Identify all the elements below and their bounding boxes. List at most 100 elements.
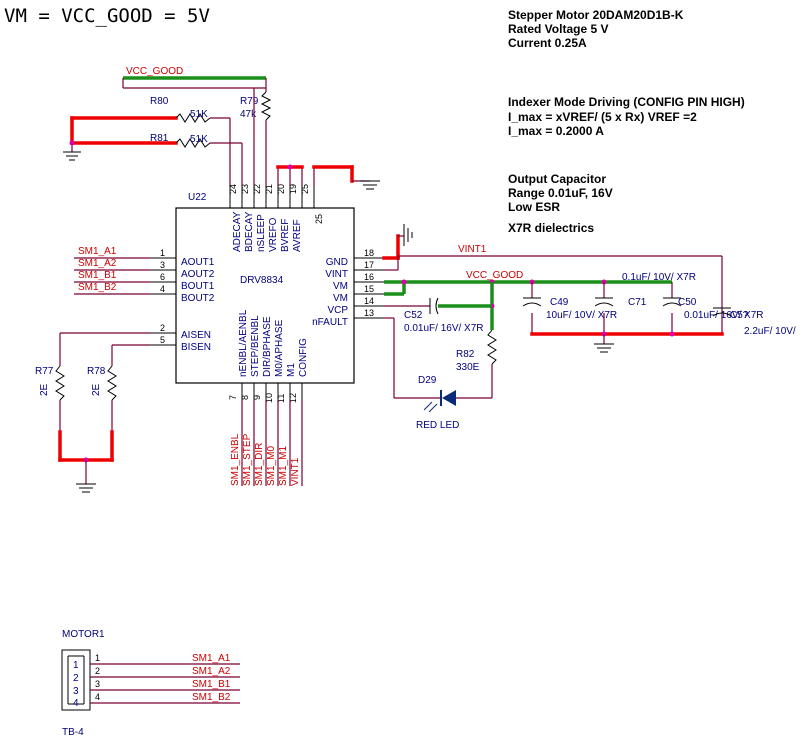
resistor-r79[interactable]: R79 47k [240,78,272,186]
pin-name-step: STEP/BENBL [250,315,261,377]
pin-num-22: 22 [252,184,262,194]
capacitor-c50[interactable]: C50 0.01uF/ 16V/ X7R [662,282,764,321]
motor1-pos-2: 2 [73,673,79,684]
pin-num-16: 16 [364,272,374,282]
r82-value: 330E [456,362,480,373]
pin-num-23: 23 [240,184,250,194]
pin-name-vm-16: VM [333,281,348,292]
pin-name-config: CONFIG [298,338,309,377]
ground-icon [594,343,614,353]
motor1-pos-3: 3 [73,686,79,697]
motor1-ref: MOTOR1 [62,629,105,640]
pin-num-5: 5 [160,335,165,345]
pin-num-19: 19 [288,184,298,194]
vcc-good-top-label: VCC_GOOD [126,66,183,77]
c5x-ref: C5? [730,310,749,321]
resistor-r80[interactable]: R80 51K [70,96,231,186]
d29-value: RED LED [416,420,459,431]
pin-name-aout1: AOUT1 [181,257,215,268]
indexer-note-line-1: Indexer Mode Driving (CONFIG PIN HIGH) [508,95,745,109]
vcc-good-top-net: VCC_GOOD [122,66,266,89]
net-sm1-enbl: SM1_ENBL [230,433,241,486]
pin-num-8: 8 [240,395,250,400]
pin-num-11: 11 [276,394,286,403]
ic-ref: U22 [188,192,207,203]
c5x-value: 2.2uF/ 10V/ [744,326,796,337]
pin-num-3: 3 [160,260,165,270]
pin-name-aisen: AISEN [181,330,211,341]
pin-num-4: 4 [160,284,165,294]
c52-ref: C52 [404,310,423,321]
ground-icon [360,180,380,190]
pin-name-nenbl: nENBL/AENBL [238,309,249,377]
pin-num-12: 12 [288,393,298,403]
ic-u22[interactable]: U22 DRV8834 24 23 22 21 20 19 25 ADECAY … [150,184,384,403]
pin-num-18: 18 [364,248,374,258]
pin-name-vcp: VCP [327,305,348,316]
capacitor-vint[interactable]: C5? 2.2uF/ 10V/ [712,307,796,337]
chassis-ground-icon [403,224,413,246]
indexer-note-line-2: I_max = xVREF/ (5 x Rx) VREF =2 [508,110,697,124]
pin-name-gnd: GND [326,257,348,268]
pin-name-vm-15: VM [333,293,348,304]
led-d29[interactable]: D29 RED LED [416,375,459,431]
motor1-net-a1: SM1_A1 [192,653,231,664]
c71-value: 0.1uF/ 10V/ X7R [622,272,696,283]
r79-ref: R79 [240,96,259,107]
motor-note-line-2: Rated Voltage 5 V [508,22,608,36]
pin-name-adecay: ADECAY [232,211,243,252]
c52-value: 0.01uF/ 16V/ X7R [404,323,484,334]
cap-note-line-1: Output Capacitor [508,172,606,186]
resistor-r78[interactable]: R78 2E [87,365,117,432]
motor1-pin-1: 1 [95,653,100,663]
motor1-net-b1: SM1_B1 [192,679,231,690]
motor-note-line-3: Current 0.25A [508,36,587,50]
capacitor-c52[interactable]: C52 0.01uF/ 16V/ X7R [384,297,492,334]
pin-num-1: 1 [160,248,165,258]
pin-num-10: 10 [264,393,274,403]
connector-motor1[interactable]: MOTOR1 1 2 3 4 TB-4 1 2 3 4 SM1_A1 SM1_A… [61,629,240,738]
resistor-r82[interactable]: R82 330E [456,329,497,398]
pin-name-vrefo: VREFO [268,217,279,252]
r78-ref: R78 [87,366,106,377]
vint-net-label: VINT1 [458,244,487,255]
capacitor-note: Output Capacitor Range 0.01uF, 16V Low E… [508,172,613,235]
pin-name-m1: M1 [286,363,297,377]
ground-icon [76,483,96,493]
cap-note-line-2: Range 0.01uF, 16V [508,186,613,200]
r80-ref: R80 [150,96,169,107]
pin-name-m0: M0/APHASE [274,319,285,377]
pin-num-17: 17 [364,260,374,270]
motor1-pin-3: 3 [95,679,100,689]
ic-part: DRV8834 [240,275,284,286]
pin-num-7: 7 [228,395,238,400]
r80-value: 51K [190,109,208,120]
sense-ground-net [58,430,114,484]
motor1-pos-1: 1 [73,660,79,671]
pin-num-25: 25 [300,184,310,194]
pin-name-nsleep: nSLEEP [256,214,267,252]
bulk-cap-ground-net [530,313,724,344]
cap-note-line-4: X7R dielectrics [508,221,594,235]
pin-num-9: 9 [252,395,262,400]
motor1-pos-4: 4 [73,698,79,709]
r82-ref: R82 [456,349,475,360]
pin-num-21: 21 [264,184,274,194]
net-sm1-a2: SM1_A2 [78,258,117,269]
net-sm1-b1: SM1_B1 [78,270,117,281]
cap-note-line-3: Low ESR [508,200,560,214]
pin-name-nfault: nFAULT [312,317,348,328]
pin-num-15: 15 [364,284,374,294]
capacitor-c71[interactable]: C71 0.1uF/ 10V/ X7R [594,272,696,308]
resistor-r81[interactable]: R81 51K [70,133,243,186]
indexer-note: Indexer Mode Driving (CONFIG PIN HIGH) I… [508,95,745,138]
r81-ref: R81 [150,133,169,144]
resistor-r77[interactable]: R77 2E [35,365,65,432]
capacitor-c49[interactable]: C49 10uF/ 10V/ X7R [522,282,617,321]
c50-value: 0.01uF/ 16V/ X7R [684,310,764,321]
pin-name-avref: AVREF [292,219,303,252]
pin-name-bdecay: BDECAY [244,211,255,252]
motor-note: Stepper Motor 20DAM20D1B-K Rated Voltage… [508,8,684,50]
pin-num-2: 2 [160,323,165,333]
